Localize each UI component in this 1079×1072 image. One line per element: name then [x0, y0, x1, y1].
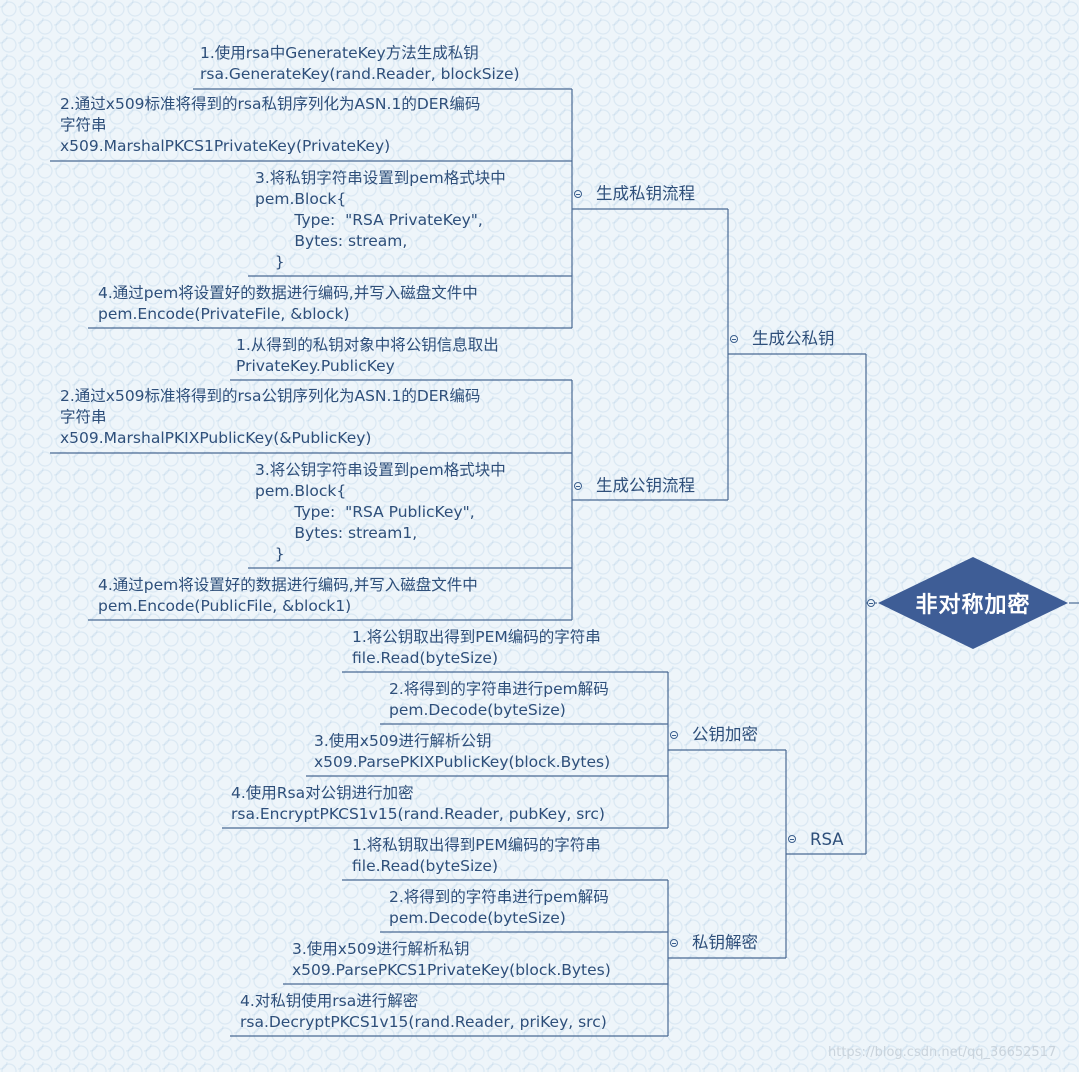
- branch-pub-encrypt[interactable]: 公钥加密: [692, 725, 758, 744]
- root-diamond[interactable]: [877, 556, 1069, 650]
- step-node[interactable]: 2.通过x509标准将得到的rsa公钥序列化为ASN.1的DER编码 字符串 x…: [60, 387, 481, 447]
- step-node[interactable]: 2.将得到的字符串进行pem解码 pem.Decode(byteSize): [389, 888, 609, 927]
- branch-gen-private[interactable]: 生成私钥流程: [596, 184, 695, 203]
- step-node[interactable]: 3.将公钥字符串设置到pem格式块中 pem.Block{ Type: "RSA…: [255, 461, 506, 563]
- step-node[interactable]: 4.对私钥使用rsa进行解密 rsa.DecryptPKCS1v15(rand.…: [240, 992, 607, 1031]
- step-node[interactable]: 1.将公钥取出得到PEM编码的字符串 file.Read(byteSize): [352, 628, 601, 667]
- step-node[interactable]: 3.使用x509进行解析公钥 x509.ParsePKIXPublicKey(b…: [314, 732, 611, 771]
- root-label[interactable]: 非对称加密: [915, 593, 1031, 618]
- step-node[interactable]: 1.从得到的私钥对象中将公钥信息取出 PrivateKey.PublicKey: [236, 336, 499, 375]
- collapse-icon[interactable]: [867, 599, 875, 607]
- step-node[interactable]: 3.将私钥字符串设置到pem格式块中 pem.Block{ Type: "RSA…: [255, 169, 506, 271]
- branch-rsa[interactable]: RSA: [810, 830, 844, 849]
- collapse-icon[interactable]: [574, 190, 582, 198]
- step-node[interactable]: 1.将私钥取出得到PEM编码的字符串 file.Read(byteSize): [352, 836, 601, 875]
- step-node[interactable]: 2.通过x509标准将得到的rsa私钥序列化为ASN.1的DER编码 字符串 x…: [60, 95, 481, 155]
- collapse-icon[interactable]: [670, 939, 678, 947]
- step-node[interactable]: 4.通过pem将设置好的数据进行编码,并写入磁盘文件中 pem.Encode(P…: [98, 284, 478, 323]
- collapse-icon[interactable]: [574, 482, 582, 490]
- collapse-icon[interactable]: [670, 731, 678, 739]
- step-node[interactable]: 2.将得到的字符串进行pem解码 pem.Decode(byteSize): [389, 680, 609, 719]
- branch-gen-public[interactable]: 生成公钥流程: [596, 476, 695, 495]
- collapse-icon[interactable]: [788, 835, 796, 843]
- step-node[interactable]: 1.使用rsa中GenerateKey方法生成私钥 rsa.GenerateKe…: [200, 44, 520, 83]
- branch-gen-keys[interactable]: 生成公私钥: [752, 329, 835, 348]
- branch-priv-decrypt[interactable]: 私钥解密: [692, 933, 758, 952]
- step-node[interactable]: 4.通过pem将设置好的数据进行编码,并写入磁盘文件中 pem.Encode(P…: [98, 576, 478, 615]
- step-node[interactable]: 4.使用Rsa对公钥进行加密 rsa.EncryptPKCS1v15(rand.…: [231, 784, 605, 823]
- step-node[interactable]: 3.使用x509进行解析私钥 x509.ParsePKCS1PrivateKey…: [292, 940, 611, 979]
- collapse-icon[interactable]: [730, 335, 738, 343]
- watermark-text: https://blog.csdn.net/qq_36652517: [828, 1045, 1057, 1060]
- root-diamond-shape: [878, 557, 1068, 649]
